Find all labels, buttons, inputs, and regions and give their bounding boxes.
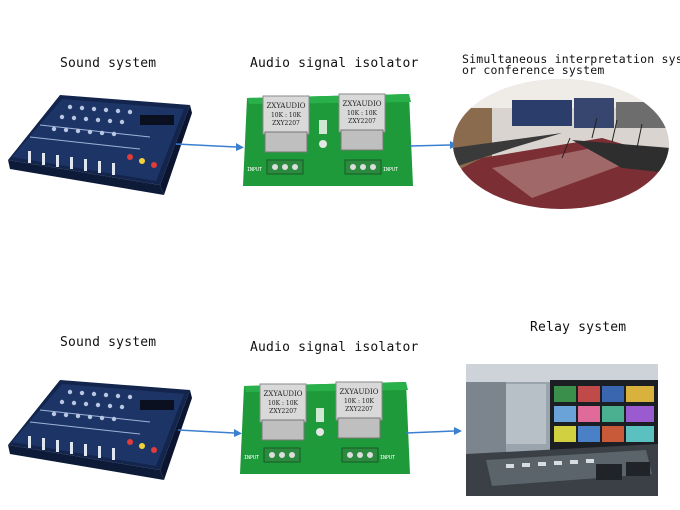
row2-relay-room-image xyxy=(466,364,658,496)
row1-arrow-to-isolator xyxy=(176,140,244,154)
row1-isolator-left-model: ZXY2207 xyxy=(272,120,300,127)
row2-isolator-left-brand: ZXYAUDIO xyxy=(264,390,303,398)
row1-conference-room-image xyxy=(452,78,670,210)
row2-isolator-left-model: ZXY2207 xyxy=(269,408,297,415)
row2-isolator-label: Audio signal isolator xyxy=(250,340,419,355)
row1-source-label: Sound system xyxy=(60,56,157,71)
row2-arrow-to-isolator xyxy=(178,426,242,440)
row2-isolator-right-brand: ZXYAUDIO xyxy=(340,388,379,396)
row1-destination-line1: Simultaneous interpretation system xyxy=(462,52,680,66)
row2-isolator-right-ratio: 10K : 10K xyxy=(344,398,375,405)
row2-isolator-input-left: INPUT xyxy=(244,455,259,461)
row1-isolator-input-right: INPUT xyxy=(383,167,398,173)
row1-destination-label: Simultaneous interpretation system or co… xyxy=(462,52,680,77)
row2-isolator-left-ratio: 10K : 10K xyxy=(268,400,299,407)
row2-source-label: Sound system xyxy=(60,335,157,350)
row2-isolator-right-model: ZXY2207 xyxy=(345,406,373,413)
row2-arrow-to-destination xyxy=(406,424,462,438)
row2-destination-label: Relay system xyxy=(530,320,627,335)
row1-isolator-label: Audio signal isolator xyxy=(250,56,419,71)
row1-isolator-right-brand: ZXYAUDIO xyxy=(343,100,382,108)
row1-isolator-board: ZXYAUDIO 10K : 10K ZXY2207 ZXYAUDIO 10K … xyxy=(243,90,413,190)
row1-isolator-left-brand: ZXYAUDIO xyxy=(267,102,306,110)
row1-mixer-image xyxy=(0,85,195,200)
row2-mixer-image xyxy=(0,370,195,485)
row1-isolator-right-ratio: 10K : 10K xyxy=(347,110,378,117)
row2-isolator-input-right: INPUT xyxy=(380,455,395,461)
row1-isolator-left-ratio: 10K : 10K xyxy=(271,112,302,119)
row2-isolator-board: ZXYAUDIO 10K : 10K ZXY2207 ZXYAUDIO 10K … xyxy=(240,378,410,478)
row1-isolator-input-left: INPUT xyxy=(247,167,262,173)
row1-isolator-right-model: ZXY2207 xyxy=(348,118,376,125)
row1-arrow-to-destination xyxy=(410,138,458,152)
row1-destination-line2: or conference system xyxy=(462,63,605,77)
